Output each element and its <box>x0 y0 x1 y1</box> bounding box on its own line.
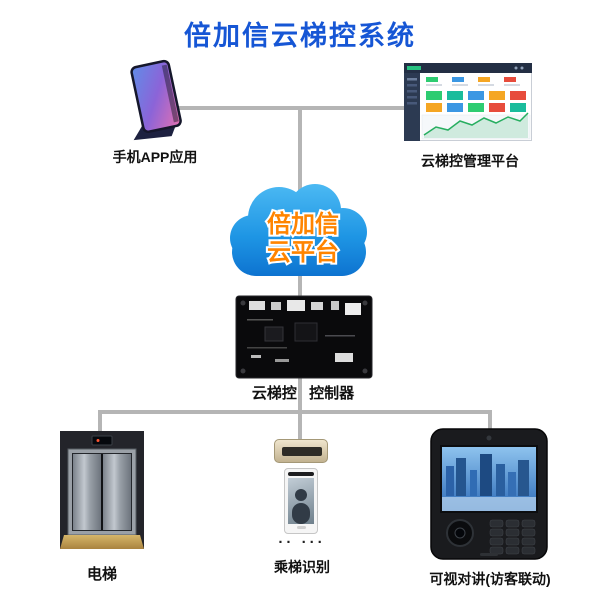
cloud-text-line2: 云平台 <box>267 238 339 266</box>
elevator-door-right <box>103 454 131 530</box>
recognition-terminal <box>284 468 318 534</box>
connector-bottom-horizontal <box>98 410 492 414</box>
card-reader-slot <box>282 447 322 456</box>
intercom-keypad <box>489 519 536 555</box>
platform-label: 云梯控管理平台 <box>421 153 519 169</box>
intercom-label: 可视对讲(访客联动) <box>429 571 551 587</box>
intercom-camera-icon <box>486 435 492 441</box>
recognition-label: 乘梯识别 <box>274 559 330 575</box>
elevator-label: 电梯 <box>86 566 117 583</box>
recognition-screen <box>288 478 314 524</box>
controller-label: 云梯控 控制器 <box>251 385 355 402</box>
recognition-dots: ·· ··· <box>278 534 326 551</box>
elevator-node <box>60 431 144 554</box>
elevator-door-left <box>73 454 101 530</box>
dashboard-illustration <box>404 63 532 141</box>
elevator-floor-display <box>91 435 113 446</box>
diagram-title: 倍加信云梯控系统 <box>184 21 416 51</box>
camera-strip <box>288 472 314 476</box>
phone-node <box>112 58 197 149</box>
connector-drop-recognition <box>298 412 302 446</box>
connector-top-vertical <box>298 108 302 216</box>
controller-node <box>235 295 373 384</box>
connector-cloud-controller <box>298 272 302 312</box>
controller-board-illustration <box>235 295 373 379</box>
home-button <box>296 526 306 529</box>
phone-screen <box>130 59 182 134</box>
connector-drop-elevator <box>98 412 102 440</box>
elevator-illustration <box>60 431 144 549</box>
card-reader-unit <box>274 439 328 463</box>
phone-label: 手机APP应用 <box>112 149 198 165</box>
elevator-carpet <box>60 535 144 549</box>
platform-node <box>404 63 532 146</box>
dashboard-sidebar <box>404 73 420 141</box>
connector-controller-bus <box>298 370 302 414</box>
phone-illustration <box>130 59 182 141</box>
dashboard-topbar <box>404 63 532 73</box>
intercom-node <box>430 428 548 565</box>
dashboard-chart-line <box>423 112 529 136</box>
cloud-node: 倍加信 云平台 <box>217 172 385 295</box>
connector-drop-intercom <box>488 412 492 438</box>
cloud-illustration: 倍加信 云平台 <box>230 184 367 276</box>
intercom-illustration <box>430 428 548 560</box>
cloud-text-line1: 倍加信 <box>267 210 339 238</box>
person-silhouette <box>292 489 310 524</box>
cloud-shape <box>230 184 367 276</box>
